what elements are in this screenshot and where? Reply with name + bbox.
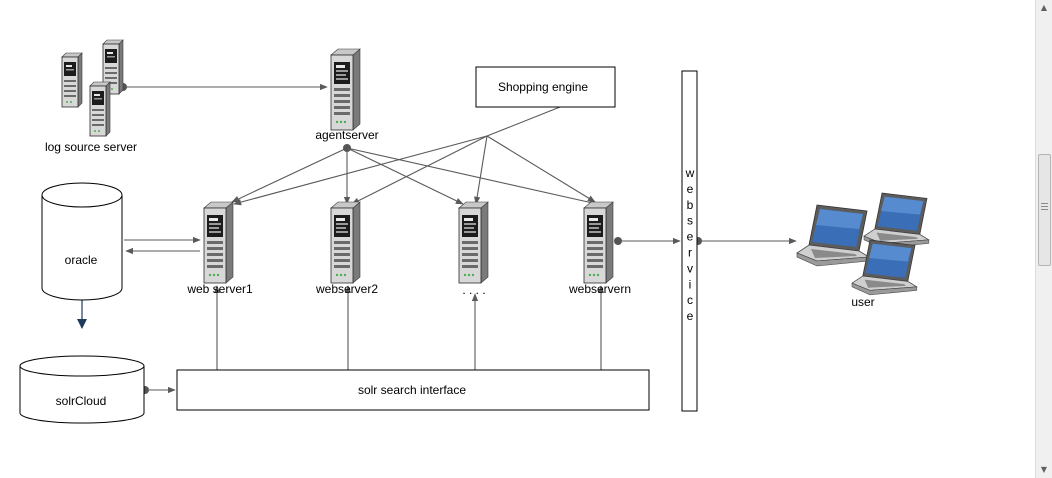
edges (123, 83, 797, 394)
webservern-node: webservern (568, 201, 631, 296)
oracle-label: oracle (65, 253, 98, 267)
shopping-engine-label: Shopping engine (498, 80, 588, 94)
scroll-up-arrow-icon[interactable]: ▲ (1040, 3, 1048, 12)
more-servers-node: . . . . (458, 201, 489, 297)
server-icon (203, 201, 234, 284)
laptop-icon (851, 239, 918, 296)
solrcloud-label: solrCloud (56, 394, 107, 408)
server-icon (458, 201, 489, 284)
shopping-engine-node: Shopping engine (475, 66, 616, 108)
solrcloud-node: solrCloud (19, 355, 145, 424)
edge-shop-to-webn (486, 135, 596, 203)
log-source-server-label: log source server (45, 140, 137, 154)
webserver2-node: webserver2 (315, 201, 378, 296)
edge-shop-to-more (473, 135, 488, 205)
laptop-icon (863, 192, 930, 249)
edge-agent-to-web1 (231, 147, 348, 203)
edge-shop-stem (486, 106, 561, 137)
server-icon (61, 52, 83, 108)
server-icon (330, 48, 361, 131)
oracle-node: oracle (41, 182, 123, 301)
webserver2-label: webserver2 (315, 282, 378, 296)
edge-shop-to-web2 (351, 135, 488, 205)
server-icon (89, 81, 111, 137)
user-node: user (796, 192, 930, 309)
more-servers-label: . . . . (462, 283, 485, 297)
webservern-label: webservern (568, 282, 631, 296)
web-server1-node: web server1 (186, 201, 253, 296)
agentserver-node: agentserver (315, 48, 379, 142)
scroll-grip-icon (1041, 203, 1048, 212)
web-server1-label: web server1 (186, 282, 253, 296)
edge-shop-to-web1 (233, 135, 488, 206)
log-source-server-node: log source server (45, 39, 137, 154)
server-icon (330, 201, 361, 284)
solr-search-interface-node: solr search interface (176, 369, 650, 411)
vertical-scrollbar[interactable]: ▲ ▼ (1035, 0, 1052, 478)
laptop-icon (796, 204, 870, 267)
agentserver-label: agentserver (315, 128, 378, 142)
scroll-down-arrow-icon[interactable]: ▼ (1040, 465, 1048, 474)
server-icon (583, 201, 614, 284)
user-label: user (851, 295, 874, 309)
scrollbar-thumb[interactable] (1038, 154, 1051, 266)
solr-search-interface-label: solr search interface (358, 383, 466, 397)
edge-agent-to-webn (346, 147, 598, 206)
edge-agent-to-more (346, 147, 464, 205)
